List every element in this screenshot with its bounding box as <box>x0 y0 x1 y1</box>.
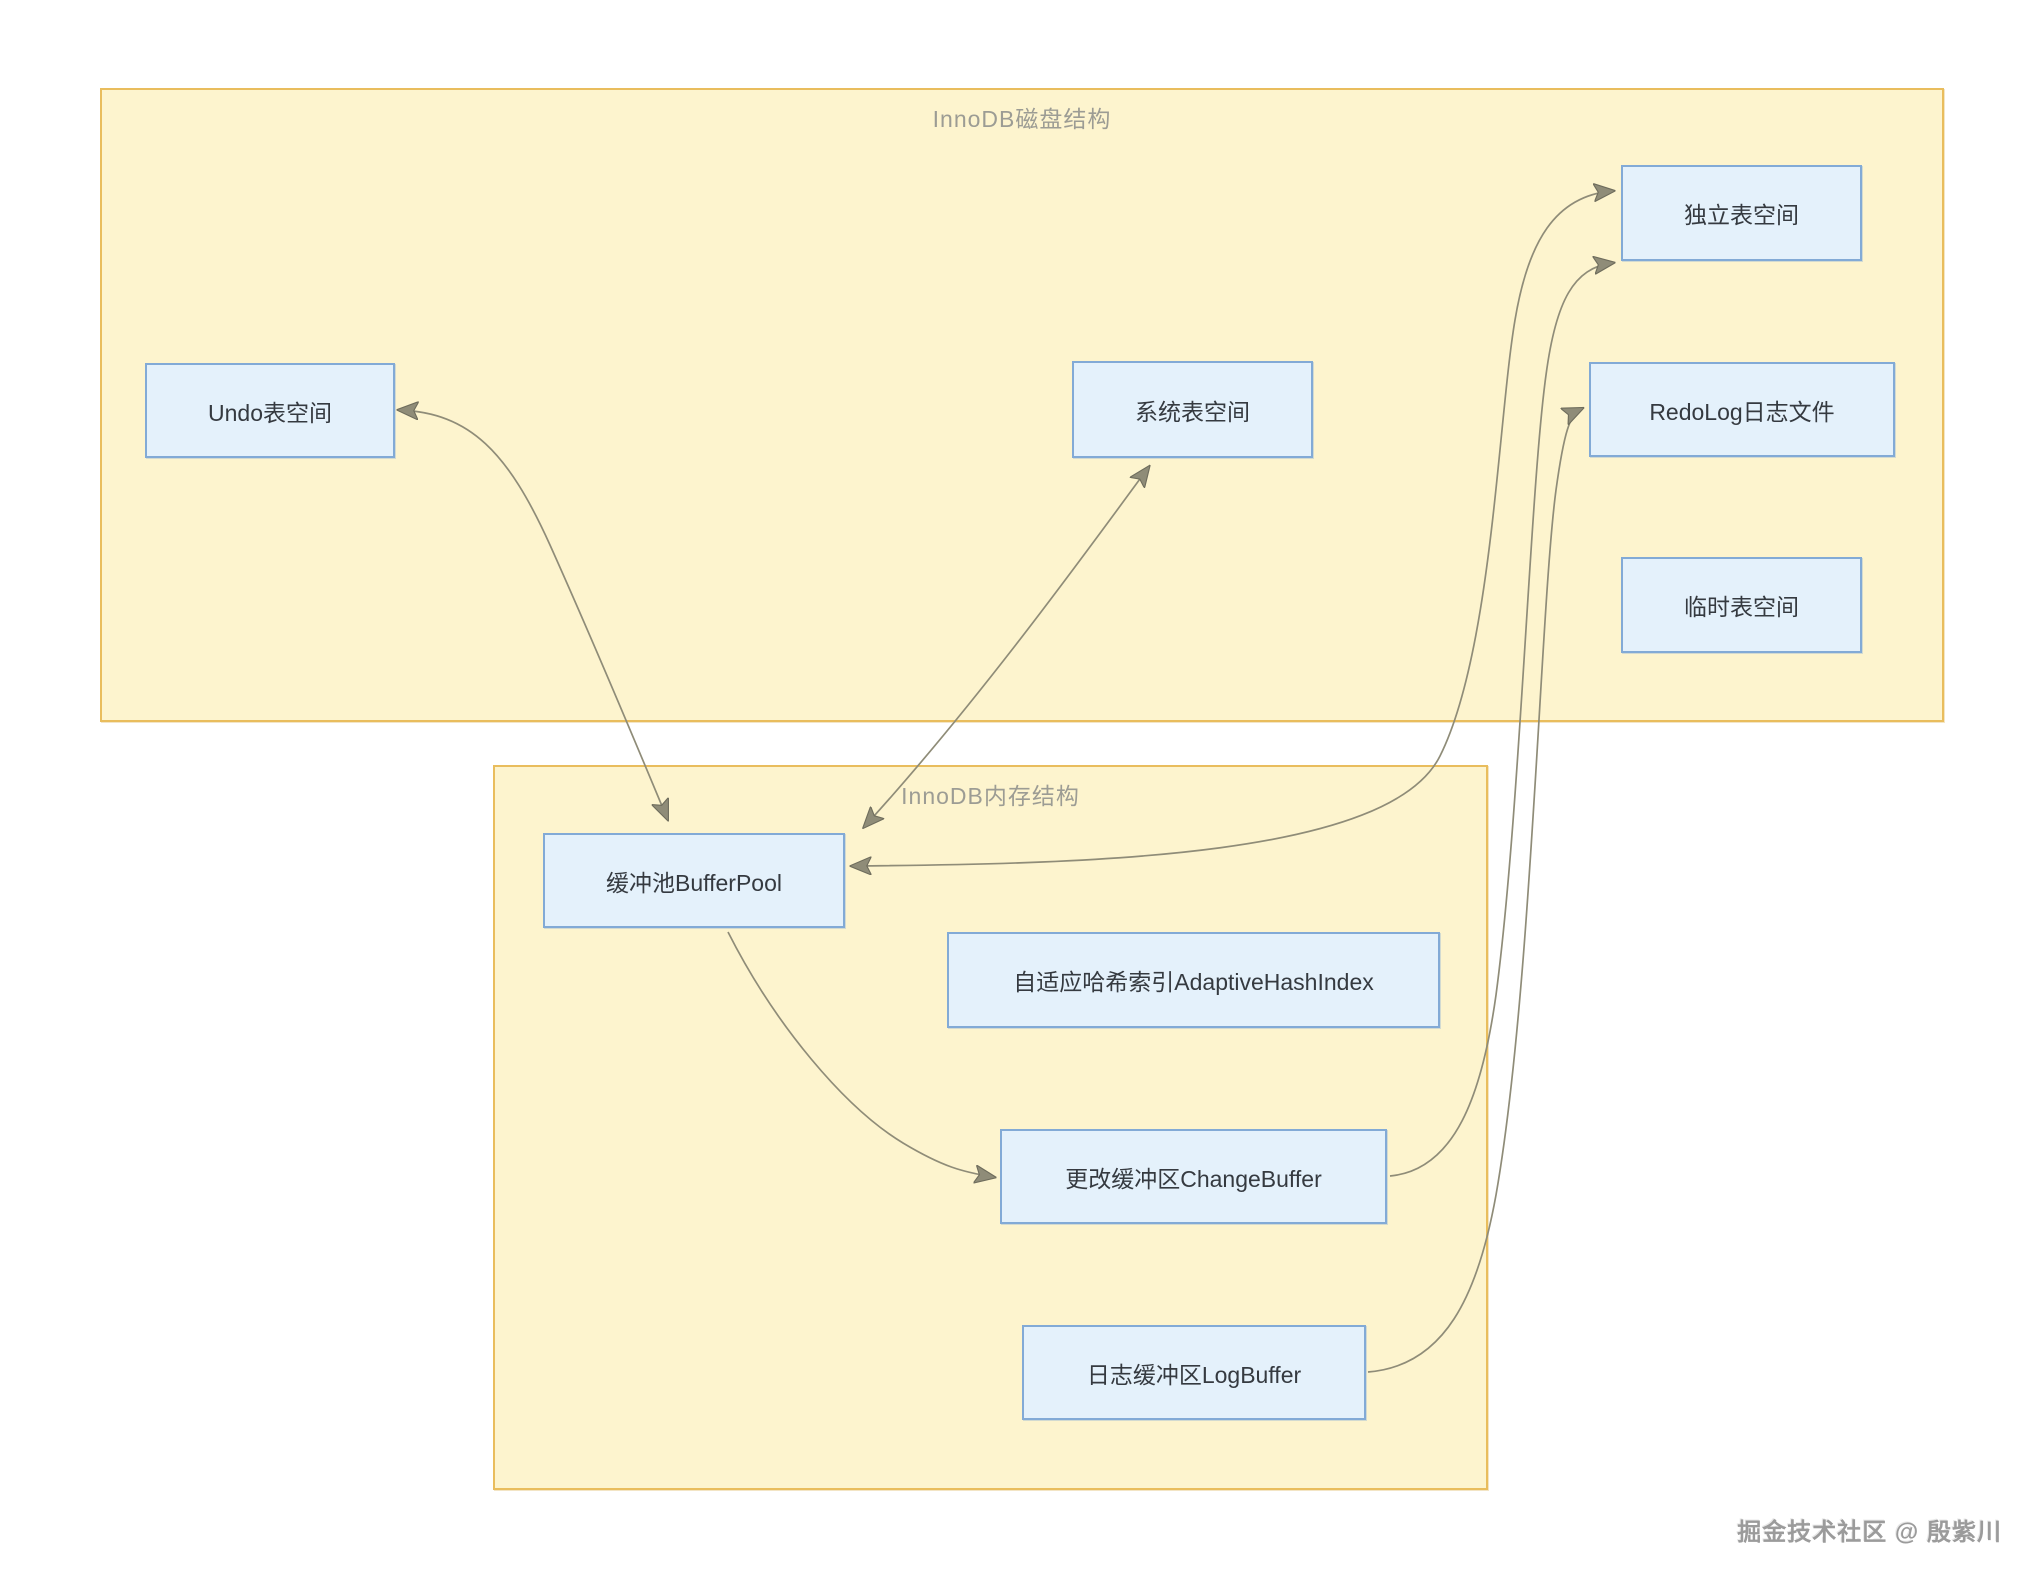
node-redolog-file[interactable]: RedoLog日志文件 <box>1589 362 1895 457</box>
node-file-per-table-tablespace[interactable]: 独立表空间 <box>1621 165 1862 261</box>
node-logbuffer[interactable]: 日志缓冲区LogBuffer <box>1022 1325 1366 1420</box>
node-undo-tablespace[interactable]: Undo表空间 <box>145 363 395 458</box>
node-system-tablespace[interactable]: 系统表空间 <box>1072 361 1313 458</box>
group-disk-structure-title: InnoDB磁盘结构 <box>932 106 1112 132</box>
node-bufferpool[interactable]: 缓冲池BufferPool <box>543 833 845 928</box>
node-changebuffer[interactable]: 更改缓冲区ChangeBuffer <box>1000 1129 1387 1224</box>
node-adaptive-hash-index[interactable]: 自适应哈希索引AdaptiveHashIndex <box>947 932 1440 1028</box>
group-memory-structure-title: InnoDB内存结构 <box>901 783 1080 809</box>
watermark: 掘金技术社区 @ 殷紫川 <box>1737 1519 2002 1546</box>
node-temp-tablespace[interactable]: 临时表空间 <box>1621 557 1862 653</box>
